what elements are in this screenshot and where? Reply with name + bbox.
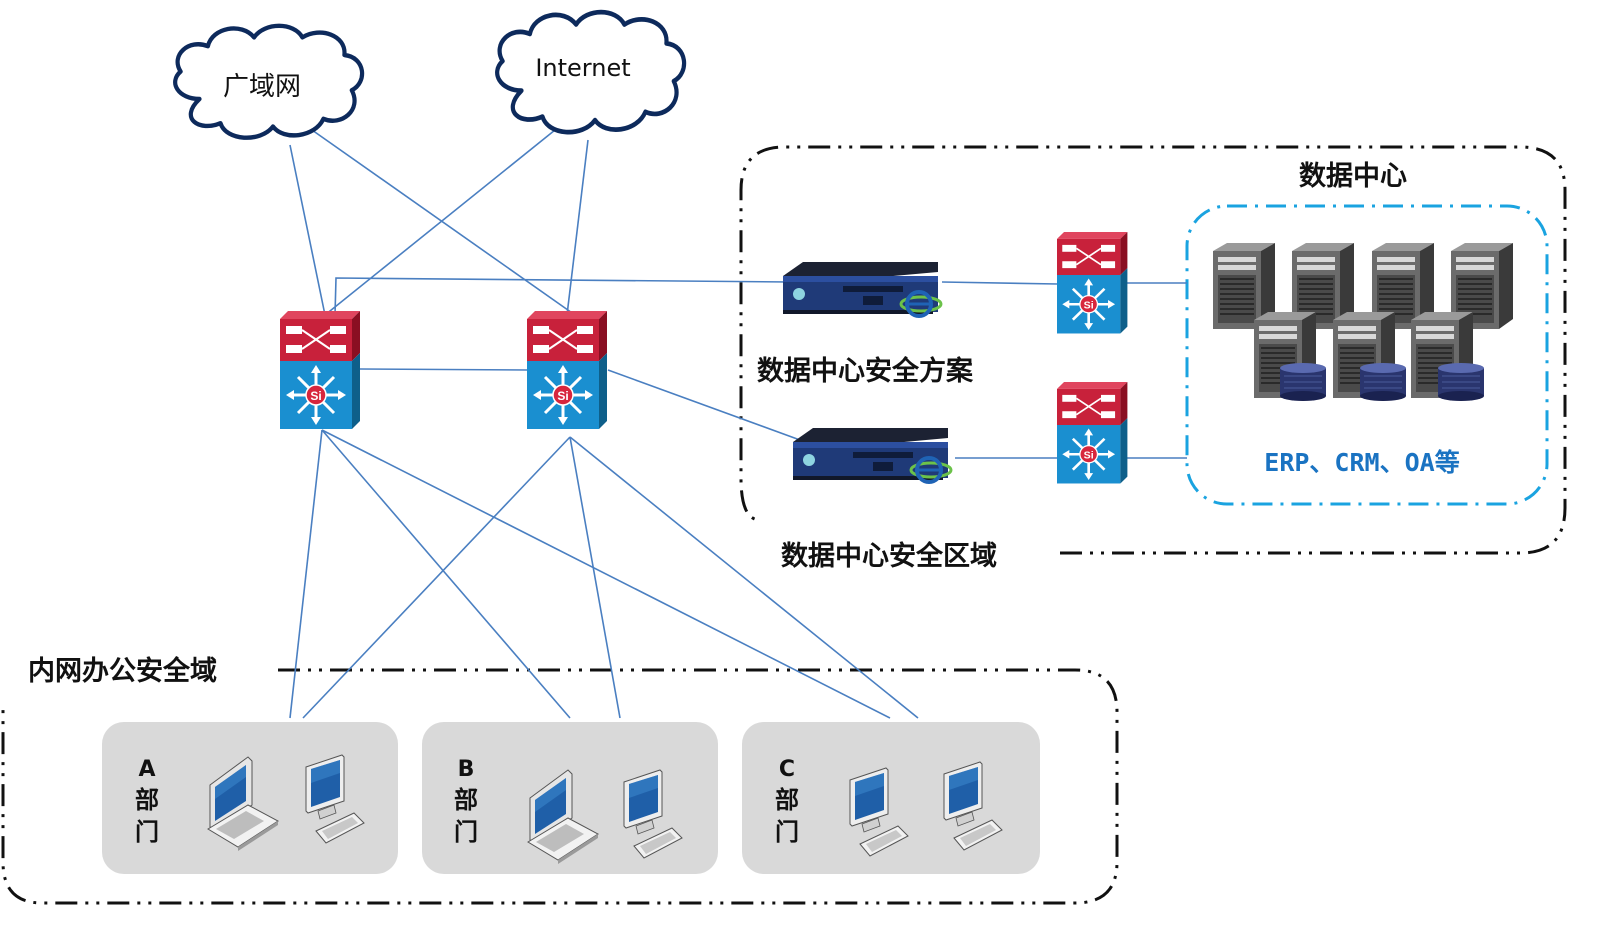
server-cluster: [1213, 243, 1513, 402]
security-appliance-2: [791, 426, 953, 484]
link-internet-switch2: [566, 139, 589, 316]
link-internet-switch1: [324, 129, 556, 316]
link-switch1-appliance1: [334, 277, 791, 316]
link-switch2-deptA: [302, 436, 571, 719]
office-zone-label: 内网办公安全域: [28, 655, 217, 687]
department-a: A 部 门: [102, 722, 398, 874]
department-b: B 部 门: [422, 722, 718, 874]
svg-text:门: 门: [775, 818, 799, 846]
internet-cloud-label: Internet: [535, 54, 630, 82]
link-switch1-deptC: [321, 429, 891, 719]
datacenter-switch-2: [1055, 380, 1129, 485]
link-switch1-deptB: [321, 429, 571, 719]
svg-text:门: 门: [454, 818, 478, 846]
datacenter-apps-label: ERP、CRM、OA等: [1264, 448, 1459, 477]
link-appliance1-dcswitch1: [941, 281, 1059, 285]
core-switch-2: [525, 309, 609, 431]
security-appliance-1: [781, 260, 943, 318]
link-switch2-deptC: [569, 436, 919, 719]
datacenter-switch-1: [1055, 230, 1129, 335]
database-icon: [1359, 362, 1407, 402]
link-wan-switch1: [289, 144, 326, 316]
network-links: [289, 129, 1187, 719]
office-zone-boundary: [1, 668, 1119, 905]
datacenter-security-zone-label: 数据中心安全区域: [781, 540, 997, 572]
department-c: C 部 门: [742, 722, 1040, 874]
department-letter: B: [458, 757, 475, 782]
link-switch2-appliance2: [607, 369, 801, 441]
svg-text:部: 部: [454, 786, 478, 814]
datacenter-security-solution-label: 数据中心安全方案: [757, 355, 974, 387]
department-letter: C: [779, 757, 795, 782]
link-switch1-switch2: [359, 368, 529, 371]
link-wan-switch2: [311, 129, 576, 316]
link-switch1-deptA: [289, 429, 323, 719]
svg-text:部: 部: [775, 786, 799, 814]
svg-text:部: 部: [135, 786, 159, 814]
database-icon: [1279, 362, 1327, 402]
datacenter-label: 数据中心: [1299, 161, 1407, 192]
database-icon: [1437, 362, 1485, 402]
link-switch2-deptB: [569, 436, 621, 719]
wan-cloud-label: 广域网: [223, 72, 301, 102]
svg-text:门: 门: [135, 818, 159, 846]
department-letter: A: [138, 757, 155, 782]
core-switch-1: [278, 309, 362, 431]
